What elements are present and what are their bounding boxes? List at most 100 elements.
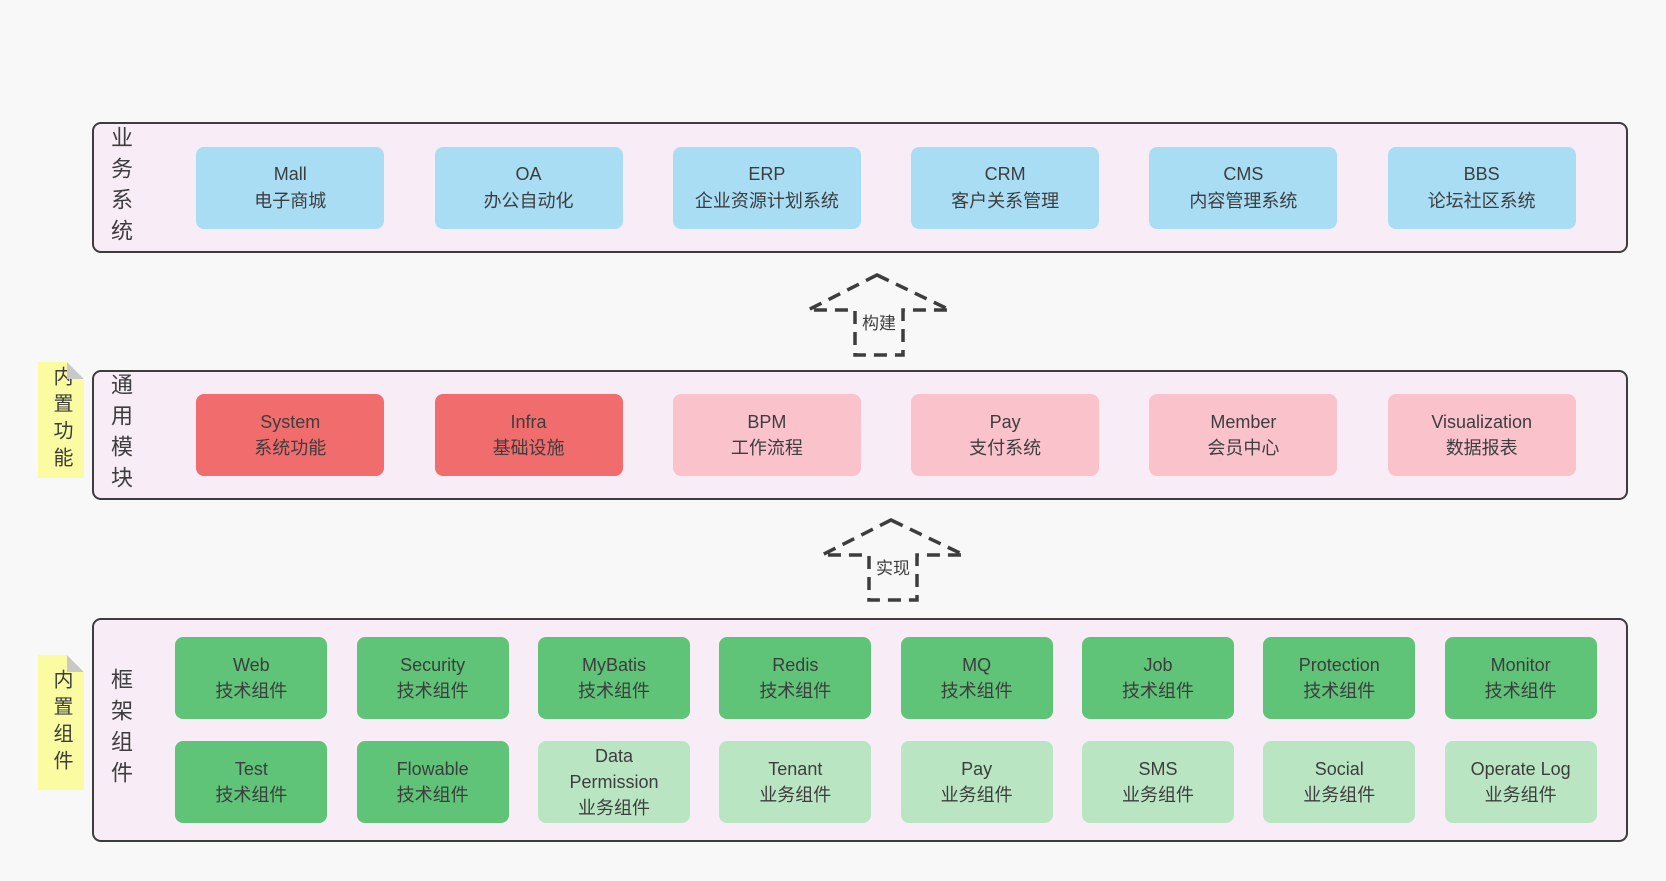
implement-arrow-label: 实现 [872, 554, 914, 579]
components-row-1: Web 技术组件 Security 技术组件 MyBatis 技术组件 Redi… [146, 637, 1626, 719]
box-job: Job 技术组件 [1081, 637, 1234, 719]
common-modules-panel: 通用模块 System 系统功能 Infra 基础设施 BPM 工作流程 Pay… [92, 370, 1628, 500]
box-title: MQ [962, 654, 992, 675]
box-oa: OA 办公自动化 [434, 146, 623, 229]
box-subtitle: 基础设施 [492, 438, 565, 458]
box-pay: Pay 支付系统 [911, 394, 1100, 476]
box-title: MyBatis [581, 654, 646, 675]
framework-components-panel: 框架组件 Web 技术组件 Security 技术组件 MyBatis 技术组件… [92, 618, 1628, 842]
box-subtitle: 技术组件 [215, 681, 288, 701]
box-subtitle: 业务组件 [577, 798, 650, 819]
box-test: Test 技术组件 [175, 741, 328, 823]
box-system: System 系统功能 [196, 394, 385, 476]
sticky-label: 内置功能 [50, 366, 72, 474]
box-title: CMS [1223, 164, 1264, 185]
box-operate-log: Operate Log 业务组件 [1444, 741, 1597, 823]
box-subtitle: 技术组件 [396, 785, 469, 805]
box-subtitle: 业务组件 [759, 785, 832, 805]
sticky-label: 内置组件 [50, 668, 72, 777]
box-title: Infra [510, 411, 547, 432]
build-arrow: 构建 [807, 273, 951, 357]
box-title: Mall [273, 164, 307, 185]
common-modules-boxes: System 系统功能 Infra 基础设施 BPM 工作流程 Pay 支付系统… [146, 372, 1626, 498]
business-systems-boxes: Mall 电子商城 OA 办公自动化 ERP 企业资源计划系统 CRM 客户关系… [146, 124, 1626, 251]
box-title: System [260, 411, 321, 432]
box-subtitle: 数据报表 [1445, 438, 1518, 458]
builtin-functions-sticky-note: 内置功能 [38, 362, 84, 478]
framework-components-layer-label: 框架组件 [108, 668, 133, 792]
box-subtitle: 业务组件 [1303, 785, 1376, 805]
box-subtitle: 技术组件 [396, 681, 469, 701]
box-subtitle: 业务组件 [1121, 785, 1194, 805]
box-subtitle: 支付系统 [969, 438, 1042, 458]
up-arrow-icon [807, 273, 951, 357]
box-title: Pay [961, 758, 993, 779]
sticky-fold-icon [67, 655, 84, 672]
box-visualization: Visualization 数据报表 [1387, 394, 1576, 476]
box-mall: Mall 电子商城 [196, 146, 385, 229]
framework-components-grid: Web 技术组件 Security 技术组件 MyBatis 技术组件 Redi… [146, 620, 1626, 840]
box-title: Member [1210, 411, 1277, 432]
up-arrow-icon [821, 518, 965, 602]
box-subtitle: 技术组件 [1121, 681, 1194, 701]
business-systems-layer-label: 业务系统 [108, 125, 133, 250]
box-title: Security [400, 654, 466, 675]
box-mybatis: MyBatis 技术组件 [537, 637, 690, 719]
box-title: Web [232, 654, 270, 675]
box-bbs: BBS 论坛社区系统 [1387, 146, 1576, 229]
box-subtitle: 论坛社区系统 [1427, 190, 1536, 211]
box-title: CRM [984, 164, 1026, 185]
box-pay-biz: Pay 业务组件 [900, 741, 1053, 823]
box-subtitle: 技术组件 [759, 681, 832, 701]
box-title: Operate Log [1470, 758, 1571, 779]
box-title: Tenant [768, 758, 823, 779]
box-member: Member 会员中心 [1149, 394, 1338, 476]
box-subtitle: 技术组件 [215, 785, 288, 805]
box-sms: SMS 业务组件 [1081, 741, 1234, 823]
box-protection: Protection 技术组件 [1263, 637, 1416, 719]
box-subtitle: 业务组件 [940, 785, 1013, 805]
box-subtitle: 技术组件 [1303, 681, 1376, 701]
box-subtitle: 办公自动化 [483, 190, 574, 211]
build-arrow-label: 构建 [858, 309, 900, 334]
common-modules-layer-label: 通用模块 [108, 373, 133, 497]
box-subtitle: 工作流程 [730, 438, 803, 458]
box-title: Test [234, 758, 268, 779]
box-title: Protection [1298, 654, 1380, 675]
box-subtitle: 内容管理系统 [1189, 190, 1298, 211]
sticky-fold-icon [67, 362, 84, 379]
box-subtitle: 系统功能 [254, 438, 327, 458]
box-flowable: Flowable 技术组件 [356, 741, 509, 823]
box-subtitle: 业务组件 [1484, 785, 1557, 805]
box-mq: MQ 技术组件 [900, 637, 1053, 719]
box-title: Data Permission [569, 745, 659, 792]
box-title: Visualization [1431, 411, 1533, 432]
box-title: Flowable [396, 758, 469, 779]
components-row-2: Test 技术组件 Flowable 技术组件 Data Permission … [146, 741, 1626, 823]
box-subtitle: 技术组件 [940, 681, 1013, 701]
box-title: Monitor [1490, 654, 1551, 675]
box-title: OA [515, 164, 542, 185]
box-title: ERP [748, 164, 786, 185]
box-bpm: BPM 工作流程 [672, 394, 861, 476]
box-infra: Infra 基础设施 [434, 394, 623, 476]
box-monitor: Monitor 技术组件 [1444, 637, 1597, 719]
box-web: Web 技术组件 [175, 637, 328, 719]
box-title: SMS [1138, 758, 1178, 779]
box-subtitle: 电子商城 [254, 190, 327, 211]
box-title: BPM [747, 411, 787, 432]
box-cms: CMS 内容管理系统 [1149, 146, 1338, 229]
business-systems-panel: 业务系统 Mall 电子商城 OA 办公自动化 ERP 企业资源计划系统 CRM… [92, 122, 1628, 253]
box-subtitle: 企业资源计划系统 [694, 190, 839, 211]
box-subtitle: 技术组件 [1484, 681, 1557, 701]
box-subtitle: 客户关系管理 [951, 190, 1060, 211]
box-title: BBS [1463, 164, 1500, 185]
box-subtitle: 会员中心 [1207, 438, 1280, 458]
box-social: Social 业务组件 [1263, 741, 1416, 823]
box-subtitle: 技术组件 [577, 681, 650, 701]
box-erp: ERP 企业资源计划系统 [672, 146, 861, 229]
box-redis: Redis 技术组件 [719, 637, 872, 719]
builtin-components-sticky-note: 内置组件 [38, 655, 84, 790]
box-data-permission: Data Permission 业务组件 [537, 741, 690, 823]
box-title: Job [1143, 654, 1173, 675]
